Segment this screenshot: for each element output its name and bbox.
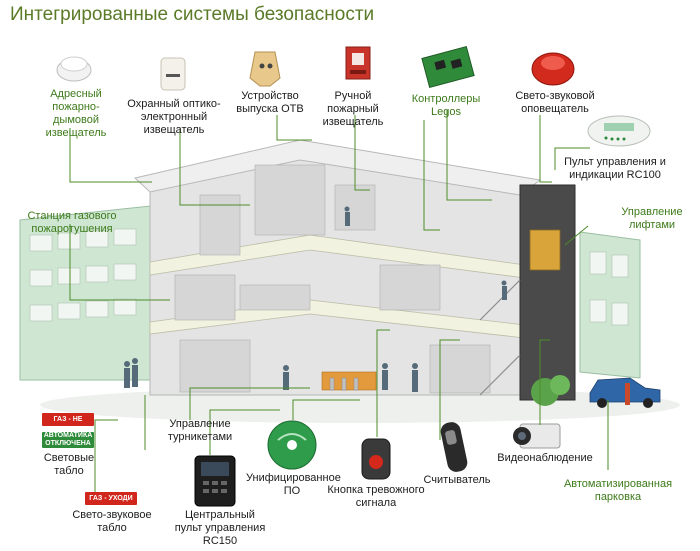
card-reader-icon — [440, 422, 468, 472]
label-software: Унифицированное ПО — [246, 472, 341, 497]
label-alarm-button: Кнопка тревожного сигнала — [327, 484, 425, 509]
page-title: Интегрированные системы безопасности — [10, 4, 375, 25]
label-manual-call-point: Ручной пожарный извещатель — [322, 90, 384, 128]
auto-off-line-1: АВТОМАТИКА — [43, 432, 93, 439]
label-turnstiles: Управление турникетами — [167, 418, 233, 443]
manual-call-point-icon — [345, 46, 371, 80]
auto-off-sign: АВТОМАТИКА ОТКЛЮЧЕНА — [42, 432, 94, 448]
label-ots-device: Устройство выпуска ОТВ — [236, 90, 304, 115]
label-gas-station: Станция газового пожаротушения — [27, 210, 117, 235]
alarm-button-icon — [361, 438, 391, 480]
ots-device-icon — [249, 51, 281, 87]
label-video: Видеонаблюдение — [497, 452, 593, 464]
label-controllers: Контроллеры Legos — [411, 93, 481, 118]
rc100-panel-icon — [587, 115, 651, 147]
controller-board-icon — [421, 45, 475, 89]
sounder-icon — [531, 52, 575, 86]
label-elevators: Управление лифтами — [621, 206, 683, 231]
gas-leave-sign: ГАЗ - УХОДИ — [85, 492, 137, 505]
label-optical-detector: Охранный оптико-электронный извещатель — [127, 98, 221, 136]
label-reader: Считыватель — [423, 474, 491, 486]
label-parking: Автоматизированная парковка — [563, 478, 673, 503]
rc150-panel-icon — [194, 455, 236, 507]
label-rc150: Центральный пульт управления RC150 — [174, 509, 266, 547]
label-light-boards: Световые табло — [43, 452, 95, 477]
software-disc-icon — [267, 420, 317, 470]
label-sounder: Свето-звуковой оповещатель — [515, 90, 595, 115]
optical-detector-icon — [160, 57, 186, 91]
label-sound-light-board: Свето-звуковое табло — [72, 509, 152, 534]
auto-off-line-2: ОТКЛЮЧЕНА — [45, 440, 91, 447]
gas-no-entry-sign: ГАЗ - НЕ ВХОДИ — [42, 413, 94, 436]
smoke-detector-icon — [56, 56, 92, 82]
label-smoke-detector: Адресный пожарно-дымовой извещатель — [45, 88, 107, 139]
label-rc100: Пульт управления и индикации RC100 — [564, 156, 666, 181]
